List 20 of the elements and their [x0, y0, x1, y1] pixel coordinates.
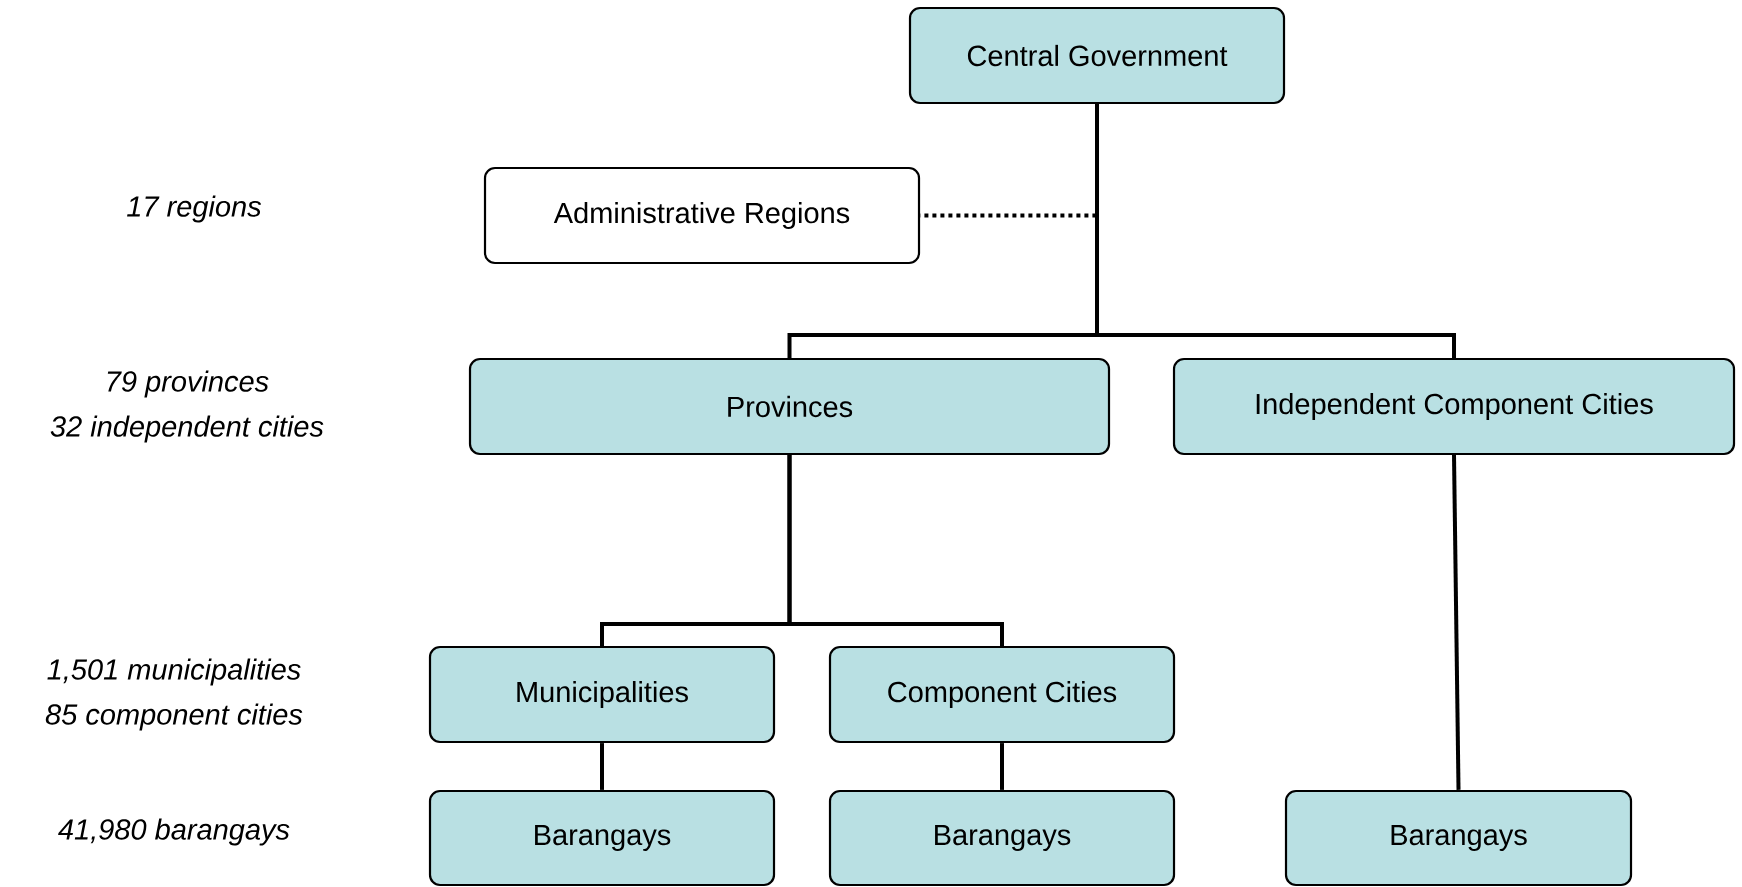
connector-line	[787, 455, 1004, 646]
org-box: Barangays	[828, 789, 1176, 887]
org-box: Provinces	[468, 357, 1111, 456]
org-box: Central Government	[908, 6, 1286, 105]
connector-line	[1095, 104, 1456, 358]
org-box: Barangays	[1284, 789, 1633, 887]
org-box: Municipalities	[428, 645, 776, 744]
connector-line	[600, 743, 604, 790]
org-box: Administrative Regions	[483, 166, 921, 265]
org-box: Barangays	[428, 789, 776, 887]
count-label: 85 component cities	[45, 703, 303, 731]
count-label: 1,501 municipalities	[47, 658, 301, 686]
count-label: 79 provinces	[107, 370, 269, 398]
count-label: 32 independent cities	[50, 415, 324, 443]
count-label: 41,980 barangays	[58, 818, 290, 846]
org-box: Component Cities	[828, 645, 1176, 744]
count-label: 17 regions	[127, 195, 262, 223]
connector-line	[1452, 455, 1461, 790]
connector-line	[1000, 743, 1004, 790]
org-box: Independent Component Cities	[1172, 357, 1736, 456]
